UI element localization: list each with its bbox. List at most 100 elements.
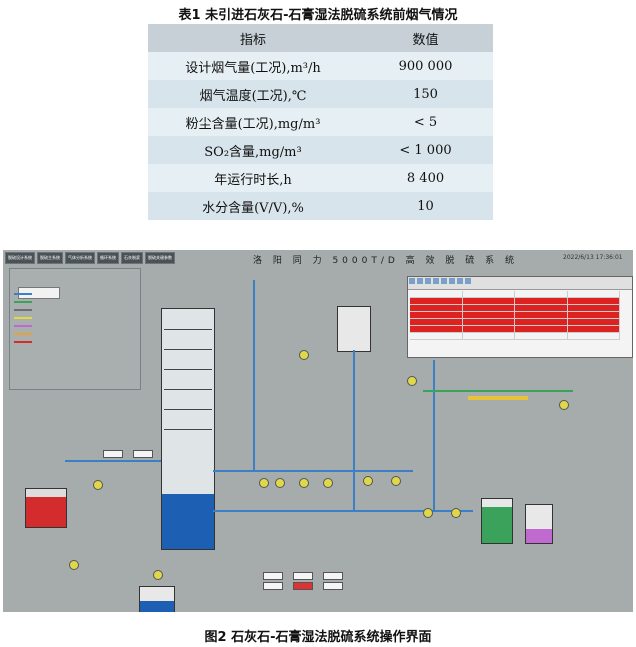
pump-icon[interactable] xyxy=(299,350,309,360)
toolbar-icon[interactable] xyxy=(441,278,447,284)
alarm-row-active xyxy=(410,326,620,333)
absorber-tower xyxy=(161,308,215,550)
pump-icon[interactable] xyxy=(363,476,373,486)
table-header-row: 指标 数值 xyxy=(148,24,493,52)
toolbar-icon[interactable] xyxy=(465,278,471,284)
spray-layer xyxy=(164,389,212,390)
pit-tank xyxy=(139,586,175,612)
alarm-row-active xyxy=(410,305,620,312)
table-row: 粉尘含量(工况),mg/m³ < 5 xyxy=(148,108,493,136)
hmi-nav-bar: 脱硫设计系统 脱硫主系统 气体分析系统 循环系统 石灰制浆 脱硫关键参数 xyxy=(3,250,253,264)
tank-level xyxy=(26,497,66,527)
toolbar-icon[interactable] xyxy=(409,278,415,284)
pipe xyxy=(213,510,473,512)
wastewater-tank xyxy=(525,504,553,544)
pump-icon[interactable] xyxy=(299,478,309,488)
pump-icon[interactable] xyxy=(407,376,417,386)
tank-level xyxy=(140,601,174,612)
process-readout xyxy=(323,582,343,590)
process-readout xyxy=(263,572,283,580)
pump-icon[interactable] xyxy=(153,570,163,580)
row-label: 年运行时长,h xyxy=(148,164,358,192)
alarm-toolbar xyxy=(408,277,632,290)
pump-icon[interactable] xyxy=(559,400,569,410)
table-row: 设计烟气量(工况),m³/h 900 000 xyxy=(148,52,493,80)
legend-row xyxy=(14,333,32,335)
legend-row xyxy=(14,317,32,319)
table-row: 水分含量(V/V),% 10 xyxy=(148,192,493,220)
pipe xyxy=(253,280,255,470)
hmi-title: 洛 阳 同 力 5000T/D 高 效 脱 硫 系 统 xyxy=(253,256,518,266)
table-row: SO₂含量,mg/m³ < 1 000 xyxy=(148,136,493,164)
process-readout xyxy=(103,450,123,458)
pump-icon[interactable] xyxy=(323,478,333,488)
process-readout xyxy=(133,450,153,458)
oxidation-tank xyxy=(337,306,371,352)
process-readout xyxy=(323,572,343,580)
filtrate-tank xyxy=(481,498,513,544)
process-readout xyxy=(263,582,283,590)
nav-lime-slurry[interactable]: 石灰制浆 xyxy=(121,252,143,264)
alarm-row-active xyxy=(410,298,620,305)
row-value: 900 000 xyxy=(358,52,493,80)
header-value: 数值 xyxy=(358,24,493,52)
legend-row xyxy=(14,301,32,303)
row-value: 8 400 xyxy=(358,164,493,192)
table-title: 表1 未引进石灰石-石膏湿法脱硫系统前烟气情况 xyxy=(178,8,458,23)
nav-design-system[interactable]: 脱硫设计系统 xyxy=(5,252,35,264)
table-row: 年运行时长,h 8 400 xyxy=(148,164,493,192)
row-value: < 5 xyxy=(358,108,493,136)
spray-layer xyxy=(164,409,212,410)
flue-gas-table: 指标 数值 设计烟气量(工况),m³/h 900 000 烟气温度(工况),℃ … xyxy=(148,24,493,220)
row-label: 粉尘含量(工况),mg/m³ xyxy=(148,108,358,136)
legend-row xyxy=(14,341,32,343)
toolbar-icon[interactable] xyxy=(417,278,423,284)
pump-icon[interactable] xyxy=(69,560,79,570)
toolbar-icon[interactable] xyxy=(425,278,431,284)
row-label: 烟气温度(工况),℃ xyxy=(148,80,358,108)
pump-icon[interactable] xyxy=(275,478,285,488)
pump-icon[interactable] xyxy=(93,480,103,490)
legend-row xyxy=(14,325,32,327)
nav-main-system[interactable]: 脱硫主系统 xyxy=(37,252,63,264)
pump-icon[interactable] xyxy=(423,508,433,518)
pump-icon[interactable] xyxy=(259,478,269,488)
tank-level xyxy=(526,529,552,543)
pipe xyxy=(213,470,413,472)
toolbar-icon[interactable] xyxy=(449,278,455,284)
nav-circulation[interactable]: 循环系统 xyxy=(97,252,119,264)
process-legend xyxy=(9,268,141,390)
pipe xyxy=(353,350,355,510)
pipe xyxy=(65,460,161,462)
figure-caption: 图2 石灰石-石膏湿法脱硫系统操作界面 xyxy=(204,630,432,645)
toolbar-icon[interactable] xyxy=(457,278,463,284)
table-row: 烟气温度(工况),℃ 150 xyxy=(148,80,493,108)
nav-gas-analysis[interactable]: 气体分析系统 xyxy=(65,252,95,264)
alarm-panel[interactable] xyxy=(407,276,633,358)
header-indicator: 指标 xyxy=(148,24,358,52)
lime-slurry-tank xyxy=(25,488,67,528)
row-label: 设计烟气量(工况),m³/h xyxy=(148,52,358,80)
legend-row xyxy=(14,309,32,311)
alarm-row xyxy=(410,291,620,298)
legend-row xyxy=(14,293,32,295)
nav-key-params[interactable]: 脱硫关键参数 xyxy=(145,252,175,264)
process-readout-alarm xyxy=(293,582,313,590)
pump-icon[interactable] xyxy=(391,476,401,486)
tank-level xyxy=(482,507,512,543)
toolbar-icon[interactable] xyxy=(433,278,439,284)
row-value: < 1 000 xyxy=(358,136,493,164)
vacuum-belt-filter xyxy=(468,396,528,400)
row-label: 水分含量(V/V),% xyxy=(148,192,358,220)
alarm-row xyxy=(410,333,620,340)
pump-icon[interactable] xyxy=(451,508,461,518)
desulfurization-hmi-screenshot: 脱硫设计系统 脱硫主系统 气体分析系统 循环系统 石灰制浆 脱硫关键参数 洛 阳… xyxy=(3,250,633,612)
row-label: SO₂含量,mg/m³ xyxy=(148,136,358,164)
spray-layer xyxy=(164,329,212,330)
spray-layer xyxy=(164,349,212,350)
hmi-datetime: 2022/6/13 17:36:01 xyxy=(563,254,623,261)
row-value: 10 xyxy=(358,192,493,220)
absorber-slurry-level xyxy=(162,494,214,549)
spray-layer xyxy=(164,369,212,370)
spray-layer xyxy=(164,429,212,430)
